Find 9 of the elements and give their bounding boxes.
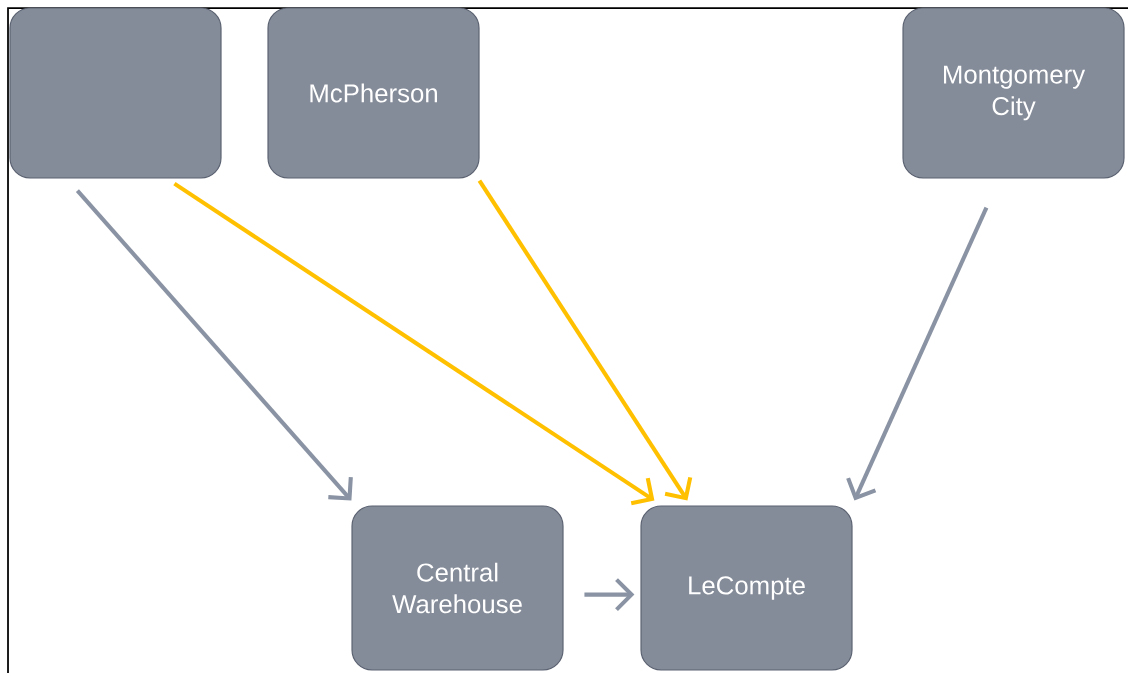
place-box <box>9 7 222 179</box>
place-box: Montgomery City <box>902 7 1125 179</box>
arrow <box>75 189 353 501</box>
place-box: Central Warehouse <box>351 505 564 671</box>
arrow <box>173 181 655 506</box>
arrow <box>477 179 693 501</box>
place-box: LeCompte <box>640 505 853 671</box>
place-box: McPherson <box>267 7 480 179</box>
arrow <box>846 206 989 501</box>
